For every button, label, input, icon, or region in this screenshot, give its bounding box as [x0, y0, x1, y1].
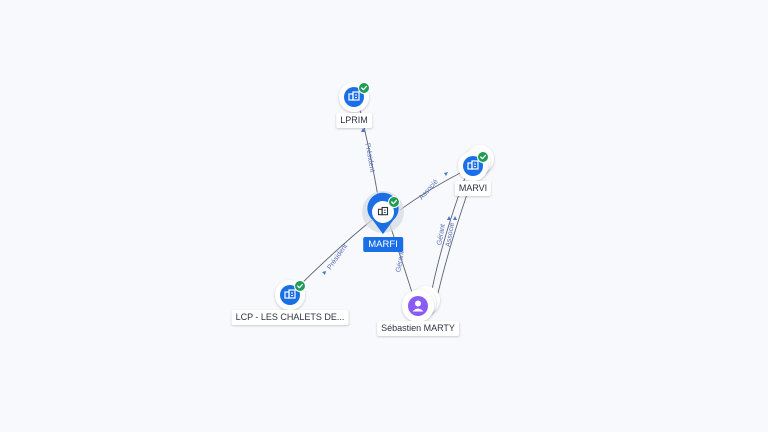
verified-check-icon: [388, 196, 400, 208]
arrow-marker: [444, 172, 448, 176]
edge-arrows: [322, 128, 457, 275]
arrow-marker: [322, 271, 326, 275]
edge-label-marfi-lprim: Président: [363, 143, 375, 173]
edge-label-marty-marvi-1: Gérant: [436, 224, 447, 246]
edge-label-marty-marvi-2: Associé: [445, 222, 456, 247]
company-icon: [377, 206, 389, 216]
node-label-marfi[interactable]: MARFI: [363, 237, 403, 252]
arrow-marker: [361, 128, 365, 132]
verified-check-icon: [294, 280, 306, 292]
node-marty[interactable]: [402, 286, 440, 322]
arrow-marker: [453, 216, 457, 220]
node-marfi[interactable]: [362, 191, 404, 235]
node-label-lprim[interactable]: LPRIM: [336, 113, 372, 128]
edge-label-marfi-marty: Gérant: [395, 251, 406, 273]
edge-label-marfi-marvi: Associé: [418, 178, 440, 201]
node-label-marvi[interactable]: MARVI: [454, 181, 492, 196]
node-marvi[interactable]: [458, 145, 494, 181]
node-lprim[interactable]: [339, 82, 370, 112]
arrow-marker: [447, 216, 451, 220]
node-label-marty[interactable]: Sébastien MARTY: [377, 321, 459, 336]
verified-check-icon: [477, 151, 489, 163]
node-label-lcp[interactable]: LCP - LES CHALETS DE...: [231, 310, 349, 325]
person-icon: [408, 296, 428, 316]
verified-check-icon: [358, 82, 370, 94]
node-lcp[interactable]: [275, 280, 306, 310]
